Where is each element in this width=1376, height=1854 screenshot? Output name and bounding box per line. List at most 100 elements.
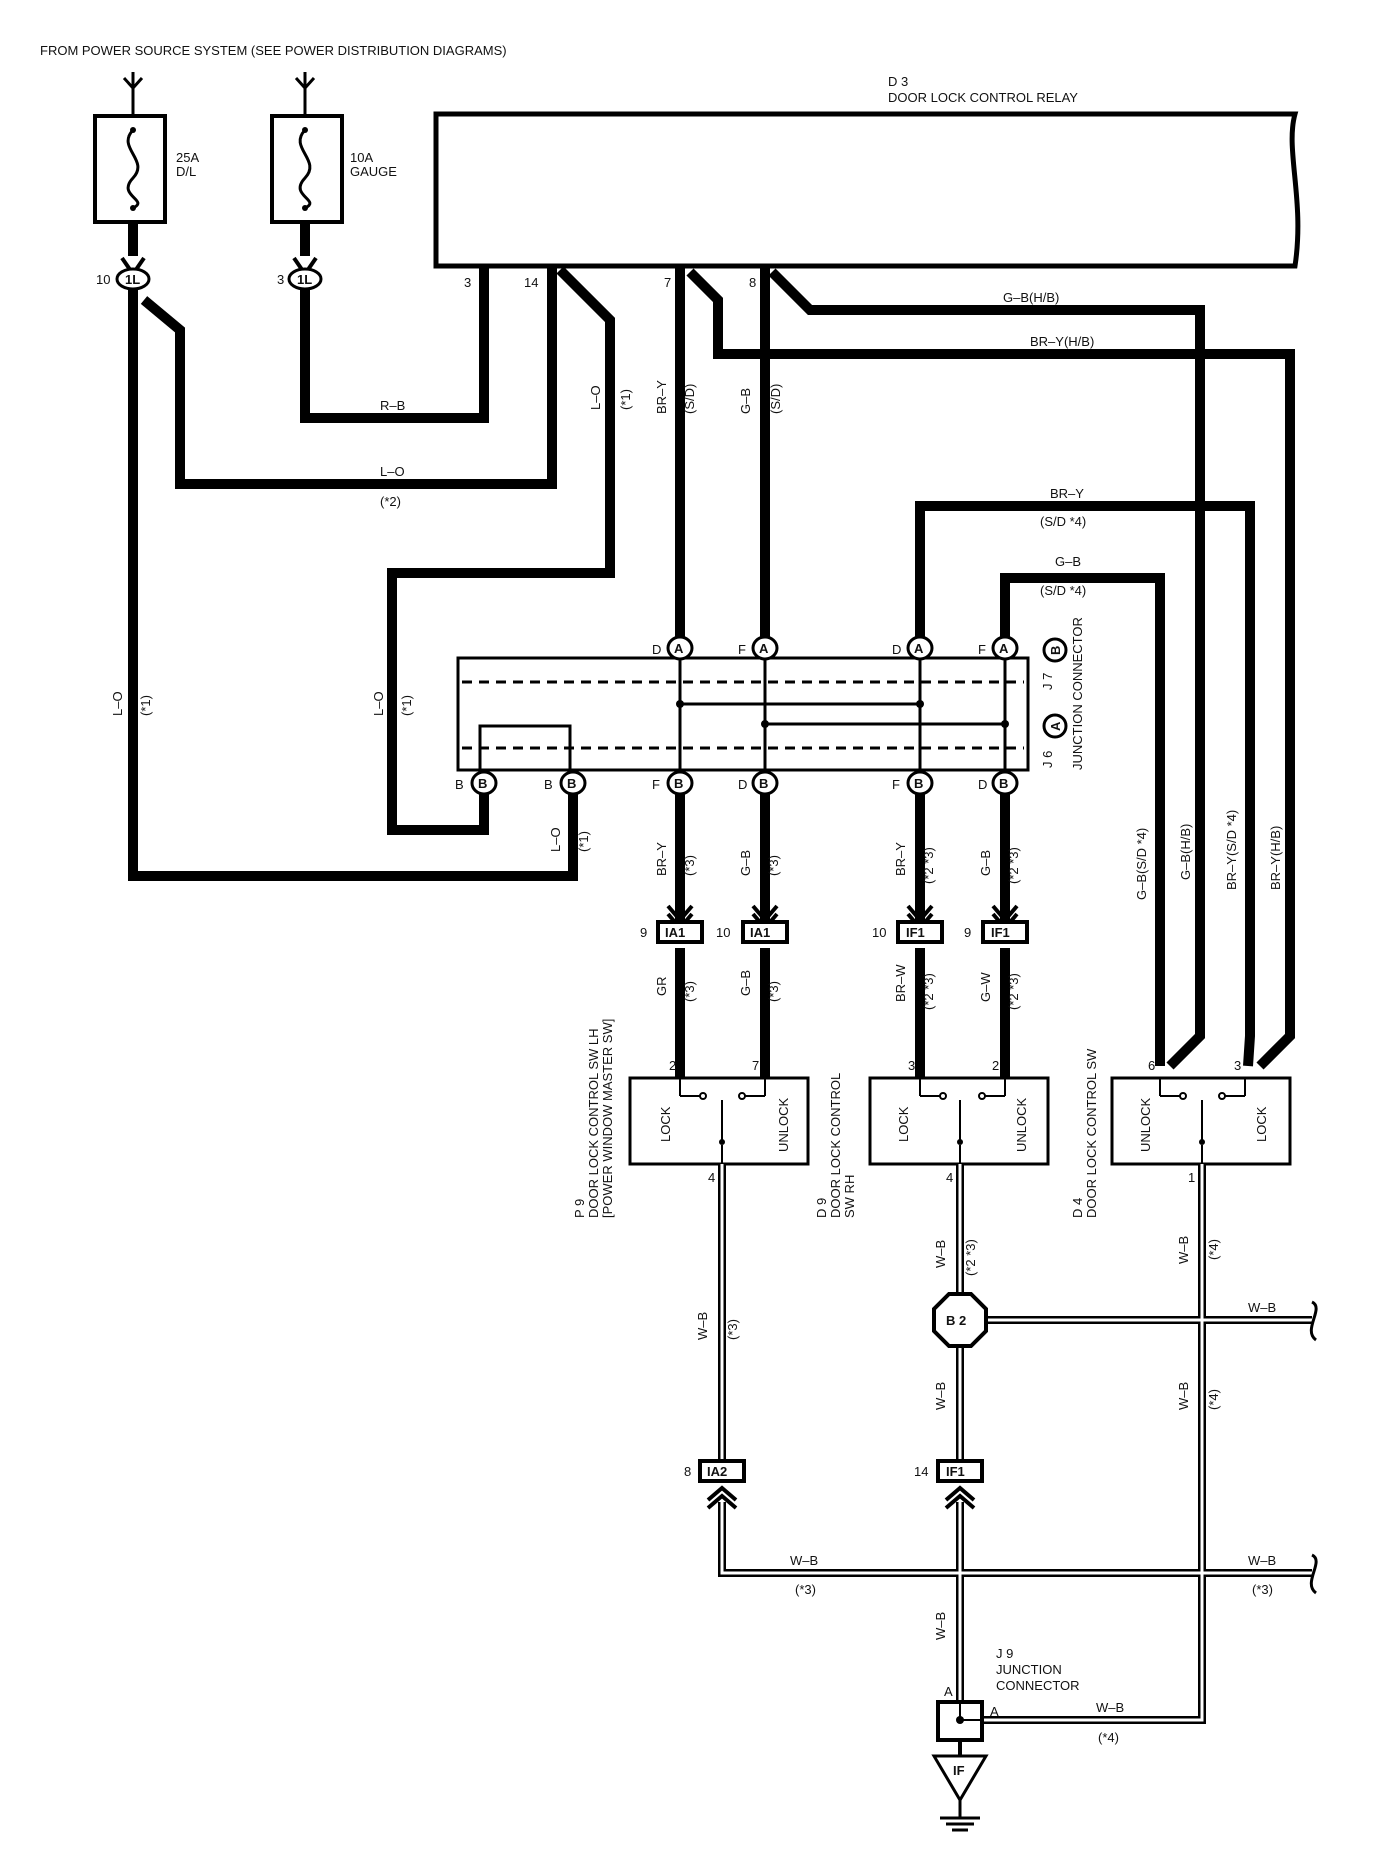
junction-connector-j9: J 9 JUNCTION CONNECTOR A A xyxy=(936,1646,1080,1756)
jc-top-pin-4: A F xyxy=(978,635,1019,661)
junction-connector-j6-j7: A D A F A D A F B B B B xyxy=(455,617,1085,796)
label-l-o-v1-note: (*1) xyxy=(618,389,633,410)
jc-bottom-pin-4: B D xyxy=(738,770,779,796)
label-l-o-v2-note: (*1) xyxy=(138,695,153,716)
label-note23-d: (*2 *3) xyxy=(1006,973,1021,1010)
jc-bottom-pin-2-label: B xyxy=(544,777,553,792)
label-note3-f: (*3) xyxy=(795,1582,816,1597)
switch-d9-pin-right: 2 xyxy=(992,1058,999,1073)
wire-g-b-hb xyxy=(768,268,1205,1070)
inline-ia2-8: IA2 8 xyxy=(684,1459,746,1510)
inline-if1-10-code: IF1 xyxy=(906,925,925,940)
cut-end-2 xyxy=(1309,1553,1318,1595)
switch-d4-left: UNLOCK xyxy=(1138,1097,1153,1152)
label-br-y-v: BR–Y xyxy=(654,380,669,414)
jc-marker-a: A xyxy=(1048,721,1063,731)
switch-d9-ref: D 9 xyxy=(814,1198,829,1218)
switch-d9-rh: LOCK UNLOCK 3 2 4 D 9 DOOR LOCK CONTROL … xyxy=(814,1058,1050,1218)
j9-pin-right: A xyxy=(990,1704,999,1719)
switch-d4: UNLOCK LOCK 6 3 1 D 4 DOOR LOCK CONTROL … xyxy=(1070,1048,1292,1218)
switch-d9-name2: SW RH xyxy=(842,1175,857,1218)
jc-bottom-pin-3-code: B xyxy=(674,776,683,791)
label-wb-d4-lower: W–B xyxy=(1176,1382,1191,1410)
ground-wires-outer xyxy=(718,1164,1312,1724)
label-note23-b: (*2 *3) xyxy=(1006,847,1021,884)
switch-p9-pin-right: 7 xyxy=(752,1058,759,1073)
inline-if1-9: IF1 9 xyxy=(964,920,1029,944)
label-note3-e: (*3) xyxy=(725,1319,740,1340)
wire-l-o-1-fuse xyxy=(128,290,578,881)
jc-top-pin-1-code: A xyxy=(674,641,684,656)
label-br-y-3: BR–Y xyxy=(654,842,669,876)
label-g-b-3: G–B xyxy=(738,850,753,876)
label-l-o-v4: L–O xyxy=(548,827,563,852)
jc-marker-b: B xyxy=(1048,646,1063,655)
fuse-25a: 25A D/L xyxy=(93,72,199,256)
door-lock-control-relay: D 3 DOOR LOCK CONTROL RELAY 3 14 7 8 xyxy=(433,74,1301,290)
jc-top-pin-1-label: D xyxy=(652,642,661,657)
fuse-10a-name: GAUGE xyxy=(350,164,397,179)
label-wb-h2: W–B xyxy=(1248,1553,1276,1568)
ground-wires-inner xyxy=(720,1164,1312,1722)
label-l-o-v2: L–O xyxy=(110,691,125,716)
label-br-y-23: BR–Y xyxy=(893,842,908,876)
jc-bottom-pin-1-code: B xyxy=(478,776,487,791)
label-wb-d9: W–B xyxy=(933,1240,948,1268)
inline-if1-10: IF1 10 xyxy=(872,920,944,944)
label-l-o-note2: (*2) xyxy=(380,494,401,509)
jc-top-pin-3-label: D xyxy=(892,642,901,657)
label-l-o-v3: L–O xyxy=(371,691,386,716)
label-gr: GR xyxy=(654,977,669,997)
wire-br-y-sd4 xyxy=(915,501,1255,1067)
label-sd-v1: (S/D) xyxy=(682,384,697,414)
j9-ref: J 9 xyxy=(996,1646,1013,1661)
switch-d4-name1: DOOR LOCK CONTROL SW xyxy=(1084,1048,1099,1218)
jc-top-pin-2-code: A xyxy=(759,641,769,656)
label-wb-d4: W–B xyxy=(1176,1236,1191,1264)
label-br-y-hb: BR–Y(H/B) xyxy=(1030,334,1094,349)
label-note3-b: (*3) xyxy=(766,855,781,876)
inline-if1-14: IF1 14 xyxy=(914,1459,984,1510)
label-l-o-v4-note: (*1) xyxy=(576,831,591,852)
jc-side-markers: B A J 7 J 6 JUNCTION CONNECTOR xyxy=(1040,617,1085,770)
switch-d9-pin-bottom: 4 xyxy=(946,1170,953,1185)
switch-p9-pin-bottom: 4 xyxy=(708,1170,715,1185)
label-sd4-a: (S/D *4) xyxy=(1040,514,1086,529)
switch-d9-left: LOCK xyxy=(896,1106,911,1142)
switch-d9-pin-left: 3 xyxy=(908,1058,915,1073)
label-l-o: L–O xyxy=(380,464,405,479)
label-note3-c: (*3) xyxy=(682,981,697,1002)
label-g-b-v: G–B xyxy=(738,388,753,414)
label-note3-a: (*3) xyxy=(682,855,697,876)
source-note: FROM POWER SOURCE SYSTEM (SEE POWER DIST… xyxy=(40,43,507,58)
jc-bottom-pin-2-code: B xyxy=(567,776,576,791)
switch-p9-pin-left: 2 xyxy=(669,1058,676,1073)
label-sd-v2: (S/D) xyxy=(768,384,783,414)
jc-bottom-pin-3-label: F xyxy=(652,777,660,792)
jc-bottom-pin-3: B F xyxy=(652,770,694,796)
inline-ia1-9: IA1 9 xyxy=(640,920,704,944)
connector-1l-3-pin: 3 xyxy=(277,272,284,287)
jc-bottom-pin-6-label: D xyxy=(978,777,987,792)
relay-pin-8: 8 xyxy=(749,275,756,290)
connector-1l-10-pin: 10 xyxy=(96,272,110,287)
inline-ia2-8-pin: 8 xyxy=(684,1464,691,1479)
wire-l-o-1-relay xyxy=(387,266,615,835)
label-note4-c: (*4) xyxy=(1098,1730,1119,1745)
wire-br-y-hb xyxy=(686,268,1295,1070)
relay-pin-7: 7 xyxy=(664,275,671,290)
ground-symbol: IF xyxy=(931,1754,989,1832)
switch-d4-right: LOCK xyxy=(1254,1106,1269,1142)
inline-ia1-10-pin: 10 xyxy=(716,925,730,940)
jc-top-pin-4-code: A xyxy=(999,641,1009,656)
label-note3-g: (*3) xyxy=(1252,1582,1273,1597)
wire-r-b xyxy=(300,266,489,423)
label-br-w: BR–W xyxy=(893,964,908,1002)
label-l-o-v1: L–O xyxy=(588,385,603,410)
splice-b2: B 2 xyxy=(932,1292,988,1348)
label-g-b-23: G–B xyxy=(978,850,993,876)
fuse-25a-rating: 25A xyxy=(176,150,199,165)
inline-if1-14-pin: 14 xyxy=(914,1464,928,1479)
connector-1l-3: 1L 3 xyxy=(277,256,323,291)
switch-p9-lh: LOCK UNLOCK 2 7 4 P 9 DOOR LOCK CONTROL … xyxy=(572,1019,810,1218)
